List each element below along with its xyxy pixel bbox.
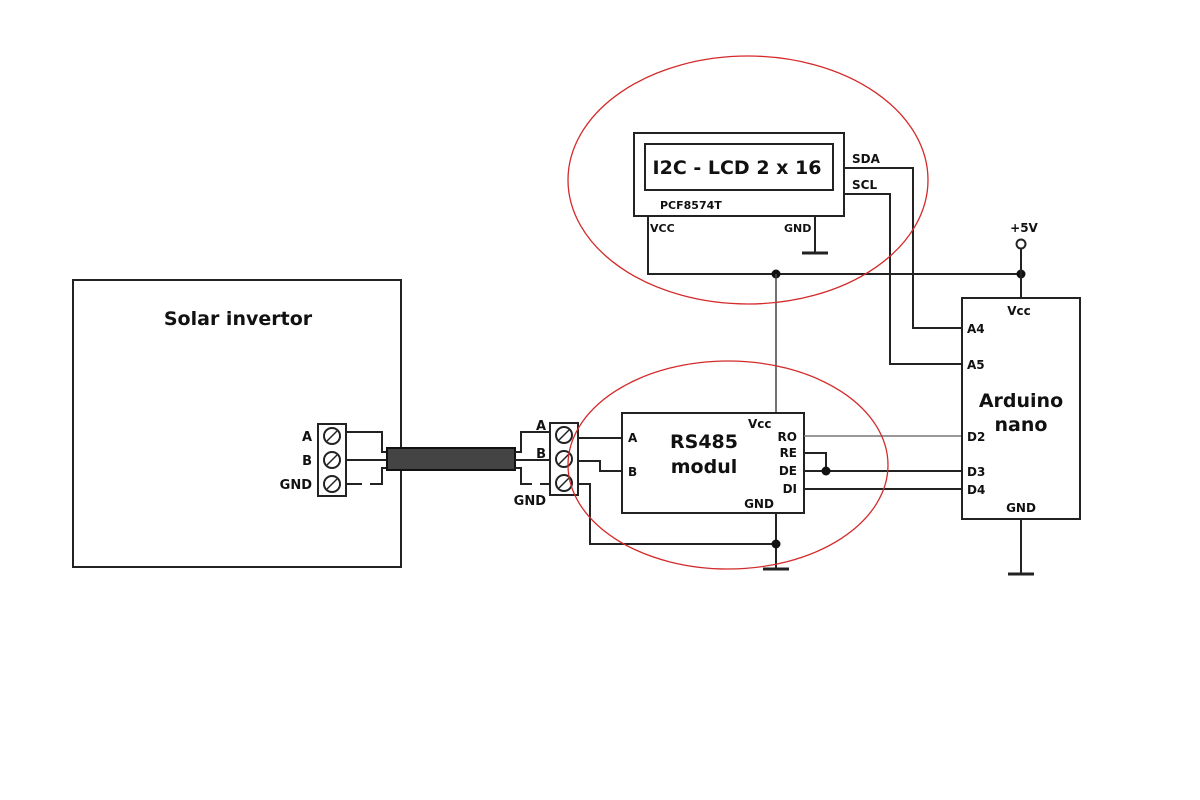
rs485-pin-ro-label: RO <box>778 430 797 444</box>
arduino-pin-d4-label: D4 <box>967 483 985 497</box>
lcd-title: I2C - LCD 2 x 16 <box>653 157 822 179</box>
junction-gnd <box>771 539 781 549</box>
rs485-terminal-block <box>549 422 579 496</box>
rs485-title-line1: RS485 <box>670 431 738 453</box>
rs485-title-line2: modul <box>671 456 738 478</box>
rs485-terminal-gnd-label: GND <box>514 494 547 509</box>
wire-inverter-gnd <box>346 467 388 485</box>
wire-lcd-vcc-bus <box>647 216 1021 275</box>
inverter-terminal-a-label: A <box>302 430 312 445</box>
lcd-scl-label: SCL <box>852 178 877 192</box>
lcd-highlight-ellipse <box>567 55 929 305</box>
arduino-pin-vcc-label: Vcc <box>1007 304 1031 318</box>
rs485-terminal-a-label: A <box>536 419 546 434</box>
wire-cable-gnd <box>515 467 552 485</box>
lcd-screen <box>644 143 834 191</box>
lcd-sda-label: SDA <box>852 152 881 166</box>
wire-inverter-a <box>346 431 388 453</box>
lcd-vcc-label: VCC <box>650 222 675 235</box>
rs485-module-box <box>621 412 805 514</box>
arduino-title-line2: nano <box>995 414 1048 436</box>
arduino-pin-d2-label: D2 <box>967 430 985 444</box>
lcd-chip-label: PCF8574T <box>660 199 722 212</box>
communication-cable <box>386 447 516 471</box>
wire-scl-to-a5 <box>844 193 962 365</box>
wire-terminal-gnd-bus <box>578 483 776 545</box>
arduino-pin-gnd-label: GND <box>1006 501 1036 515</box>
power-5v-label: +5V <box>1010 221 1038 235</box>
arduino-pin-a4-label: A4 <box>967 322 985 336</box>
rs485-pin-a-label: A <box>628 431 638 445</box>
arduino-title-line1: Arduino <box>979 390 1063 412</box>
junction-re-de <box>821 466 831 476</box>
lcd-gnd-label: GND <box>784 222 811 235</box>
wire-sda-to-a4 <box>844 167 962 329</box>
inverter-terminal-b-label: B <box>302 454 312 469</box>
rs485-pin-di-label: DI <box>783 482 797 496</box>
rs485-pin-vcc-label: Vcc <box>748 417 772 431</box>
rs485-pin-re-label: RE <box>780 446 797 460</box>
rs485-pin-de-label: DE <box>779 464 797 478</box>
wire-re-bridge <box>804 452 827 471</box>
inverter-terminal-block <box>317 423 347 497</box>
arduino-pin-a5-label: A5 <box>967 358 985 372</box>
rs485-terminal-b-label: B <box>536 447 546 462</box>
solar-inverter-title: Solar invertor <box>164 308 313 330</box>
rs485-pin-b-label: B <box>628 465 637 479</box>
inverter-terminal-gnd-label: GND <box>280 478 313 493</box>
power-terminal-symbol <box>1015 238 1027 250</box>
arduino-pin-d3-label: D3 <box>967 465 985 479</box>
rs485-highlight-ellipse <box>567 360 889 570</box>
wire-terminal-to-rs485-b <box>578 460 622 472</box>
wire-cable-a <box>515 431 552 453</box>
rs485-pin-gnd-label: GND <box>744 497 774 511</box>
